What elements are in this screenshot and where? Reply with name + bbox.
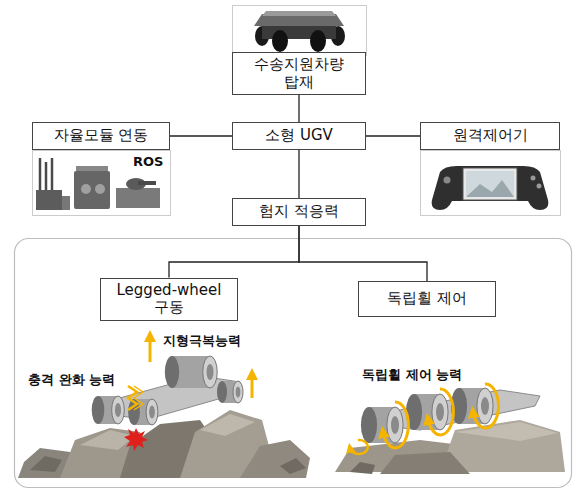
node-label: 수송지원차량 탑재 (249, 56, 349, 91)
legged-robot (207, 364, 214, 380)
wheel-robot (481, 397, 489, 415)
legged-robot (92, 356, 243, 425)
process-box: Legged-wheel 구동 (100, 278, 238, 321)
wheel-robot (387, 407, 403, 443)
motion-arrows (128, 386, 137, 410)
vehicle-picture (272, 30, 288, 52)
node-label: 원격제어기 (453, 127, 528, 144)
rotation-arrows (383, 402, 408, 448)
legged-robot (203, 356, 217, 388)
process-box: 독립휠 제어 (358, 281, 496, 317)
connector-line (169, 226, 299, 278)
impact-mark (124, 428, 148, 451)
connector-line (299, 226, 427, 281)
wheel-robot (477, 388, 493, 424)
node-label: 독립휠 제어 (387, 290, 467, 307)
module-picture (95, 184, 105, 194)
module-picture (81, 184, 91, 194)
vehicle-picture (310, 30, 326, 52)
controller-picture (463, 168, 517, 200)
rock-slabs (350, 462, 375, 474)
module-picture (74, 171, 110, 209)
controller-picture (531, 176, 536, 181)
wheel-robot (361, 407, 377, 443)
motion-arrows (149, 336, 152, 362)
node-label: Legged-wheel 구동 (113, 282, 225, 317)
module-picture (36, 190, 62, 210)
wheel-robot (361, 388, 540, 443)
connector-line (170, 135, 232, 136)
controller-picture (466, 171, 514, 197)
process-box: 험지 적응력 (232, 198, 366, 226)
node-label: 자율모듈 연동 (54, 127, 149, 144)
legged-robot (217, 381, 227, 403)
motion-arrows (134, 386, 143, 410)
legged-robot (146, 399, 158, 425)
controller-picture (537, 184, 542, 189)
rock-pile (18, 410, 310, 478)
process-box: 소형 UGV (232, 122, 366, 150)
process-box: 자율모듈 연동 (32, 122, 170, 150)
wheel-robot (436, 403, 444, 421)
legged-robot (236, 387, 241, 398)
rotation-arrows (428, 389, 453, 435)
module-picture (33, 151, 171, 216)
rotation-arrows (350, 440, 368, 454)
process-box: 수송지원차량 탑재 (232, 52, 366, 95)
legged-robot (115, 403, 121, 417)
legged-robot (112, 396, 125, 424)
process-box: 원격제어기 (420, 122, 560, 150)
controller-picture (421, 151, 561, 216)
annotation-label: ROS (133, 154, 163, 170)
rock-pile (200, 414, 255, 436)
connector-line (298, 150, 299, 198)
module-picture (138, 181, 156, 185)
controller-picture (444, 177, 451, 184)
legged-robot (149, 406, 155, 419)
module-picture (62, 196, 70, 210)
node-label: 소형 UGV (265, 127, 333, 144)
wheel-robot (391, 416, 399, 434)
motion-arrows (251, 374, 254, 398)
annotation-label: 지형극복능력 (163, 333, 241, 349)
connector-line (298, 95, 299, 122)
rock-pile (30, 456, 62, 472)
rotation-arrows (473, 384, 499, 428)
module-picture (33, 151, 171, 216)
controller-picture (421, 151, 561, 216)
annotation-label: 독립휠 제어 능력 (362, 367, 462, 383)
vehicle-picture (233, 6, 367, 56)
controller-picture (466, 180, 514, 197)
legged-robot (233, 381, 243, 403)
legged-robot (92, 396, 105, 424)
connector-line (366, 135, 420, 136)
rock-pile (280, 458, 306, 474)
region-panel (15, 239, 572, 488)
vehicle-picture (262, 11, 336, 16)
rock-pile (80, 430, 135, 450)
module-picture (116, 188, 160, 208)
node-label: 험지 적응력 (259, 203, 339, 220)
vehicle-picture (233, 6, 367, 56)
annotation-label: 충격 완화 능력 (28, 372, 115, 388)
legged-robot (165, 356, 179, 388)
rock-slabs (380, 452, 470, 474)
rotation-arrows (350, 384, 499, 454)
wheel-robot (432, 394, 448, 430)
rock-pile (240, 440, 310, 478)
controller-picture (432, 166, 549, 210)
rock-slabs (455, 422, 558, 441)
